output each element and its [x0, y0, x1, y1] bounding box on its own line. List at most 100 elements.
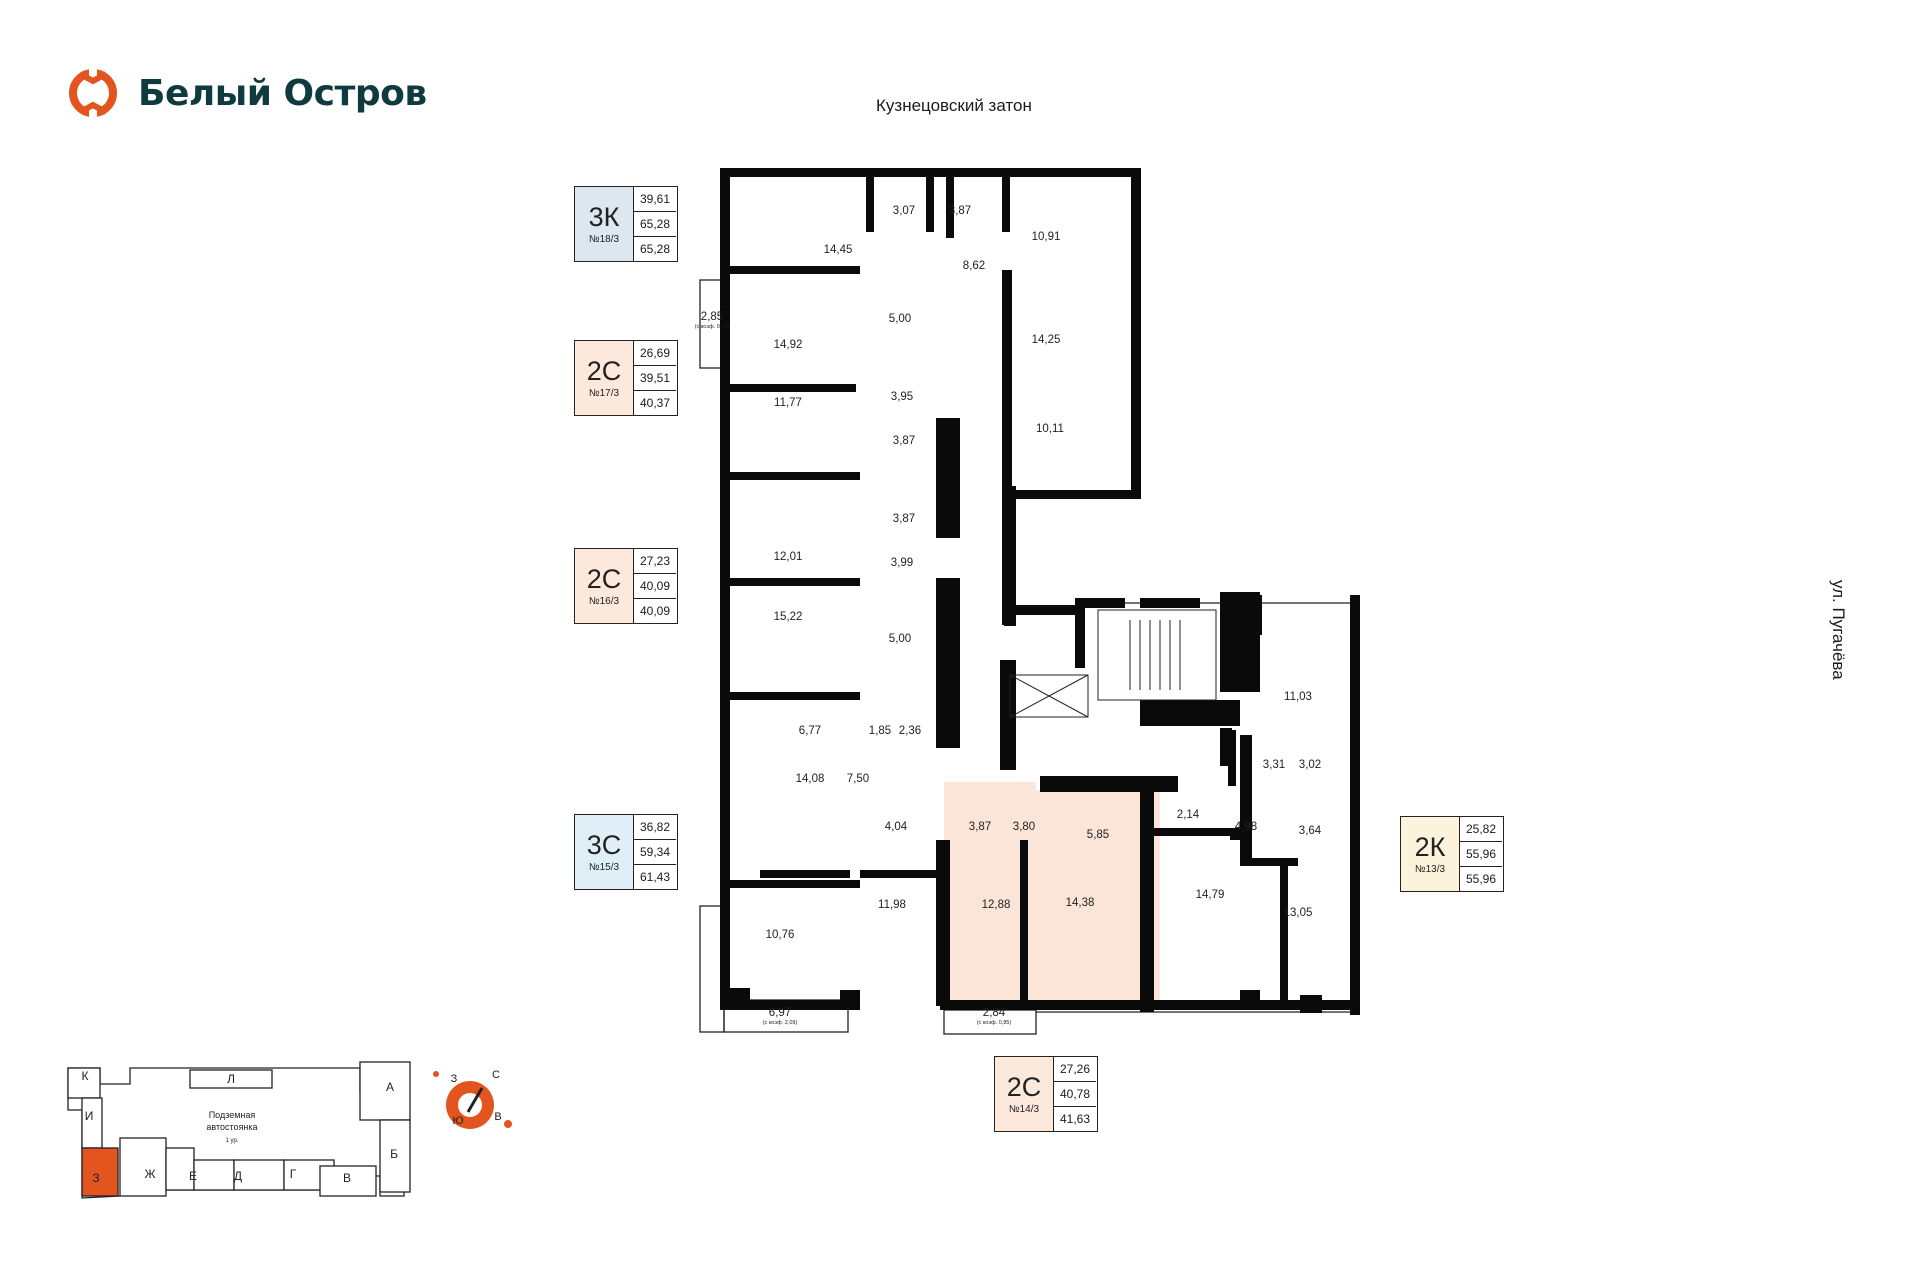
- room-area: 3,87: [949, 205, 971, 217]
- brand-logo: Белый Остров: [66, 66, 427, 120]
- room-area: 10,76: [766, 929, 795, 941]
- total-area-with-balcony: 55,96: [1465, 872, 1497, 886]
- room-area: 4,98: [1235, 821, 1257, 833]
- section-label: А: [386, 1080, 394, 1094]
- total-area-with-balcony: 40,09: [639, 604, 671, 618]
- apartment-code: 2С: [586, 356, 622, 386]
- apartment-number: №14/3: [1008, 1104, 1040, 1115]
- room-area: 1,85: [869, 725, 891, 737]
- total-area: 55,96: [1460, 842, 1502, 867]
- section-label: Г: [290, 1167, 297, 1181]
- apartment-number: №13/3: [1414, 864, 1446, 875]
- room-area: 3,02: [1299, 759, 1321, 771]
- room-area: 5,85: [1087, 829, 1109, 841]
- living-area: 27,26: [1054, 1057, 1096, 1082]
- section-label: Д: [234, 1169, 242, 1183]
- living-area: 26,69: [634, 341, 676, 366]
- apartment-code: 3К: [588, 202, 620, 232]
- room-area: 3,31: [1263, 759, 1285, 771]
- room-area: 11,03: [1284, 691, 1312, 703]
- room-area: 2,84: [983, 1007, 1006, 1019]
- total-area: 65,28: [634, 212, 676, 237]
- room-area: 4,04: [885, 821, 908, 833]
- balcony-note: (с коэф. 0,74): [695, 324, 730, 330]
- apartment-type: 2С №16/3: [575, 549, 634, 623]
- site-map-outline: [67, 1061, 411, 1199]
- compass-s: Ю: [452, 1115, 463, 1127]
- apartment-number: №15/3: [588, 862, 620, 873]
- apartment-number: №18/3: [588, 234, 620, 245]
- room-labels: 14,45 3,07 3,87 10,91 8,62 2,85 14,92 5,…: [695, 205, 1322, 1026]
- apartment-number: №16/3: [588, 596, 620, 607]
- room-area: 14,08: [796, 773, 825, 785]
- room-area: 3,99: [891, 557, 913, 569]
- room-area: 3,64: [1299, 825, 1322, 837]
- room-area: 7,50: [847, 773, 869, 785]
- apartment-type: 2С №17/3: [575, 341, 634, 415]
- balcony-note: (с коэф. 0,85): [977, 1020, 1012, 1026]
- room-area: 11,77: [774, 397, 802, 409]
- room-area: 3,07: [893, 205, 915, 217]
- section-label: К: [82, 1069, 89, 1083]
- apartment-code: 2К: [1414, 832, 1446, 862]
- site-map-labels: К Л А И Б З Ж Е Д Г В Подземная автостоя…: [82, 1069, 399, 1185]
- apartment-code: 2С: [586, 564, 622, 594]
- section-label: Л: [227, 1072, 235, 1086]
- walls: [720, 168, 1360, 1015]
- section-label: И: [85, 1109, 94, 1123]
- room-area: 2,36: [899, 725, 921, 737]
- room-area: 12,88: [982, 899, 1011, 911]
- room-area: 6,97: [769, 1007, 791, 1019]
- total-area-with-balcony: 40,37: [639, 396, 671, 410]
- compass-w: З: [451, 1073, 458, 1085]
- total-area: 40,78: [1054, 1082, 1096, 1107]
- stair-lift-core: [1009, 609, 1217, 718]
- section-label: Ж: [144, 1167, 155, 1181]
- apartment-number: №17/3: [588, 388, 620, 399]
- section-label: З: [92, 1171, 99, 1185]
- parking-label: автостоянка: [206, 1122, 257, 1132]
- room-area: 12,01: [774, 551, 803, 563]
- room-area: 10,91: [1032, 231, 1061, 243]
- total-area-with-balcony: 65,28: [639, 242, 671, 256]
- room-area: 3,80: [1013, 821, 1035, 833]
- street-label-top: Кузнецовский затон: [876, 96, 1032, 115]
- total-area: 40,09: [634, 574, 676, 599]
- total-area-with-balcony: 41,63: [1059, 1112, 1091, 1126]
- room-area: 5,00: [889, 313, 911, 325]
- brand-mark-icon: [69, 66, 117, 120]
- section-label: Б: [390, 1147, 398, 1161]
- apartment-code: 3С: [586, 830, 622, 860]
- apartment-type: 3С №15/3: [575, 815, 634, 889]
- total-area-with-balcony: 61,43: [639, 870, 671, 884]
- room-area: 10,11: [1036, 423, 1064, 435]
- room-area: 14,38: [1066, 897, 1095, 909]
- room-area: 3,95: [891, 391, 913, 403]
- total-area: 59,34: [634, 840, 676, 865]
- room-area: 14,79: [1196, 889, 1225, 901]
- room-area: 14,92: [774, 339, 803, 351]
- apartment-type: 2К №13/3: [1401, 817, 1460, 891]
- room-area: 3,87: [969, 821, 991, 833]
- room-area: 14,25: [1032, 334, 1061, 346]
- apartment-type: 3К №18/3: [575, 187, 634, 261]
- living-area: 39,61: [634, 187, 676, 212]
- room-area: 5,00: [889, 633, 911, 645]
- compass-icon: С З Ю В: [433, 1069, 512, 1129]
- room-area: 3,87: [893, 513, 915, 525]
- section-label: Е: [189, 1169, 197, 1183]
- living-area: 25,82: [1460, 817, 1502, 842]
- room-area: 3,87: [893, 435, 915, 447]
- room-area: 11,98: [878, 899, 906, 911]
